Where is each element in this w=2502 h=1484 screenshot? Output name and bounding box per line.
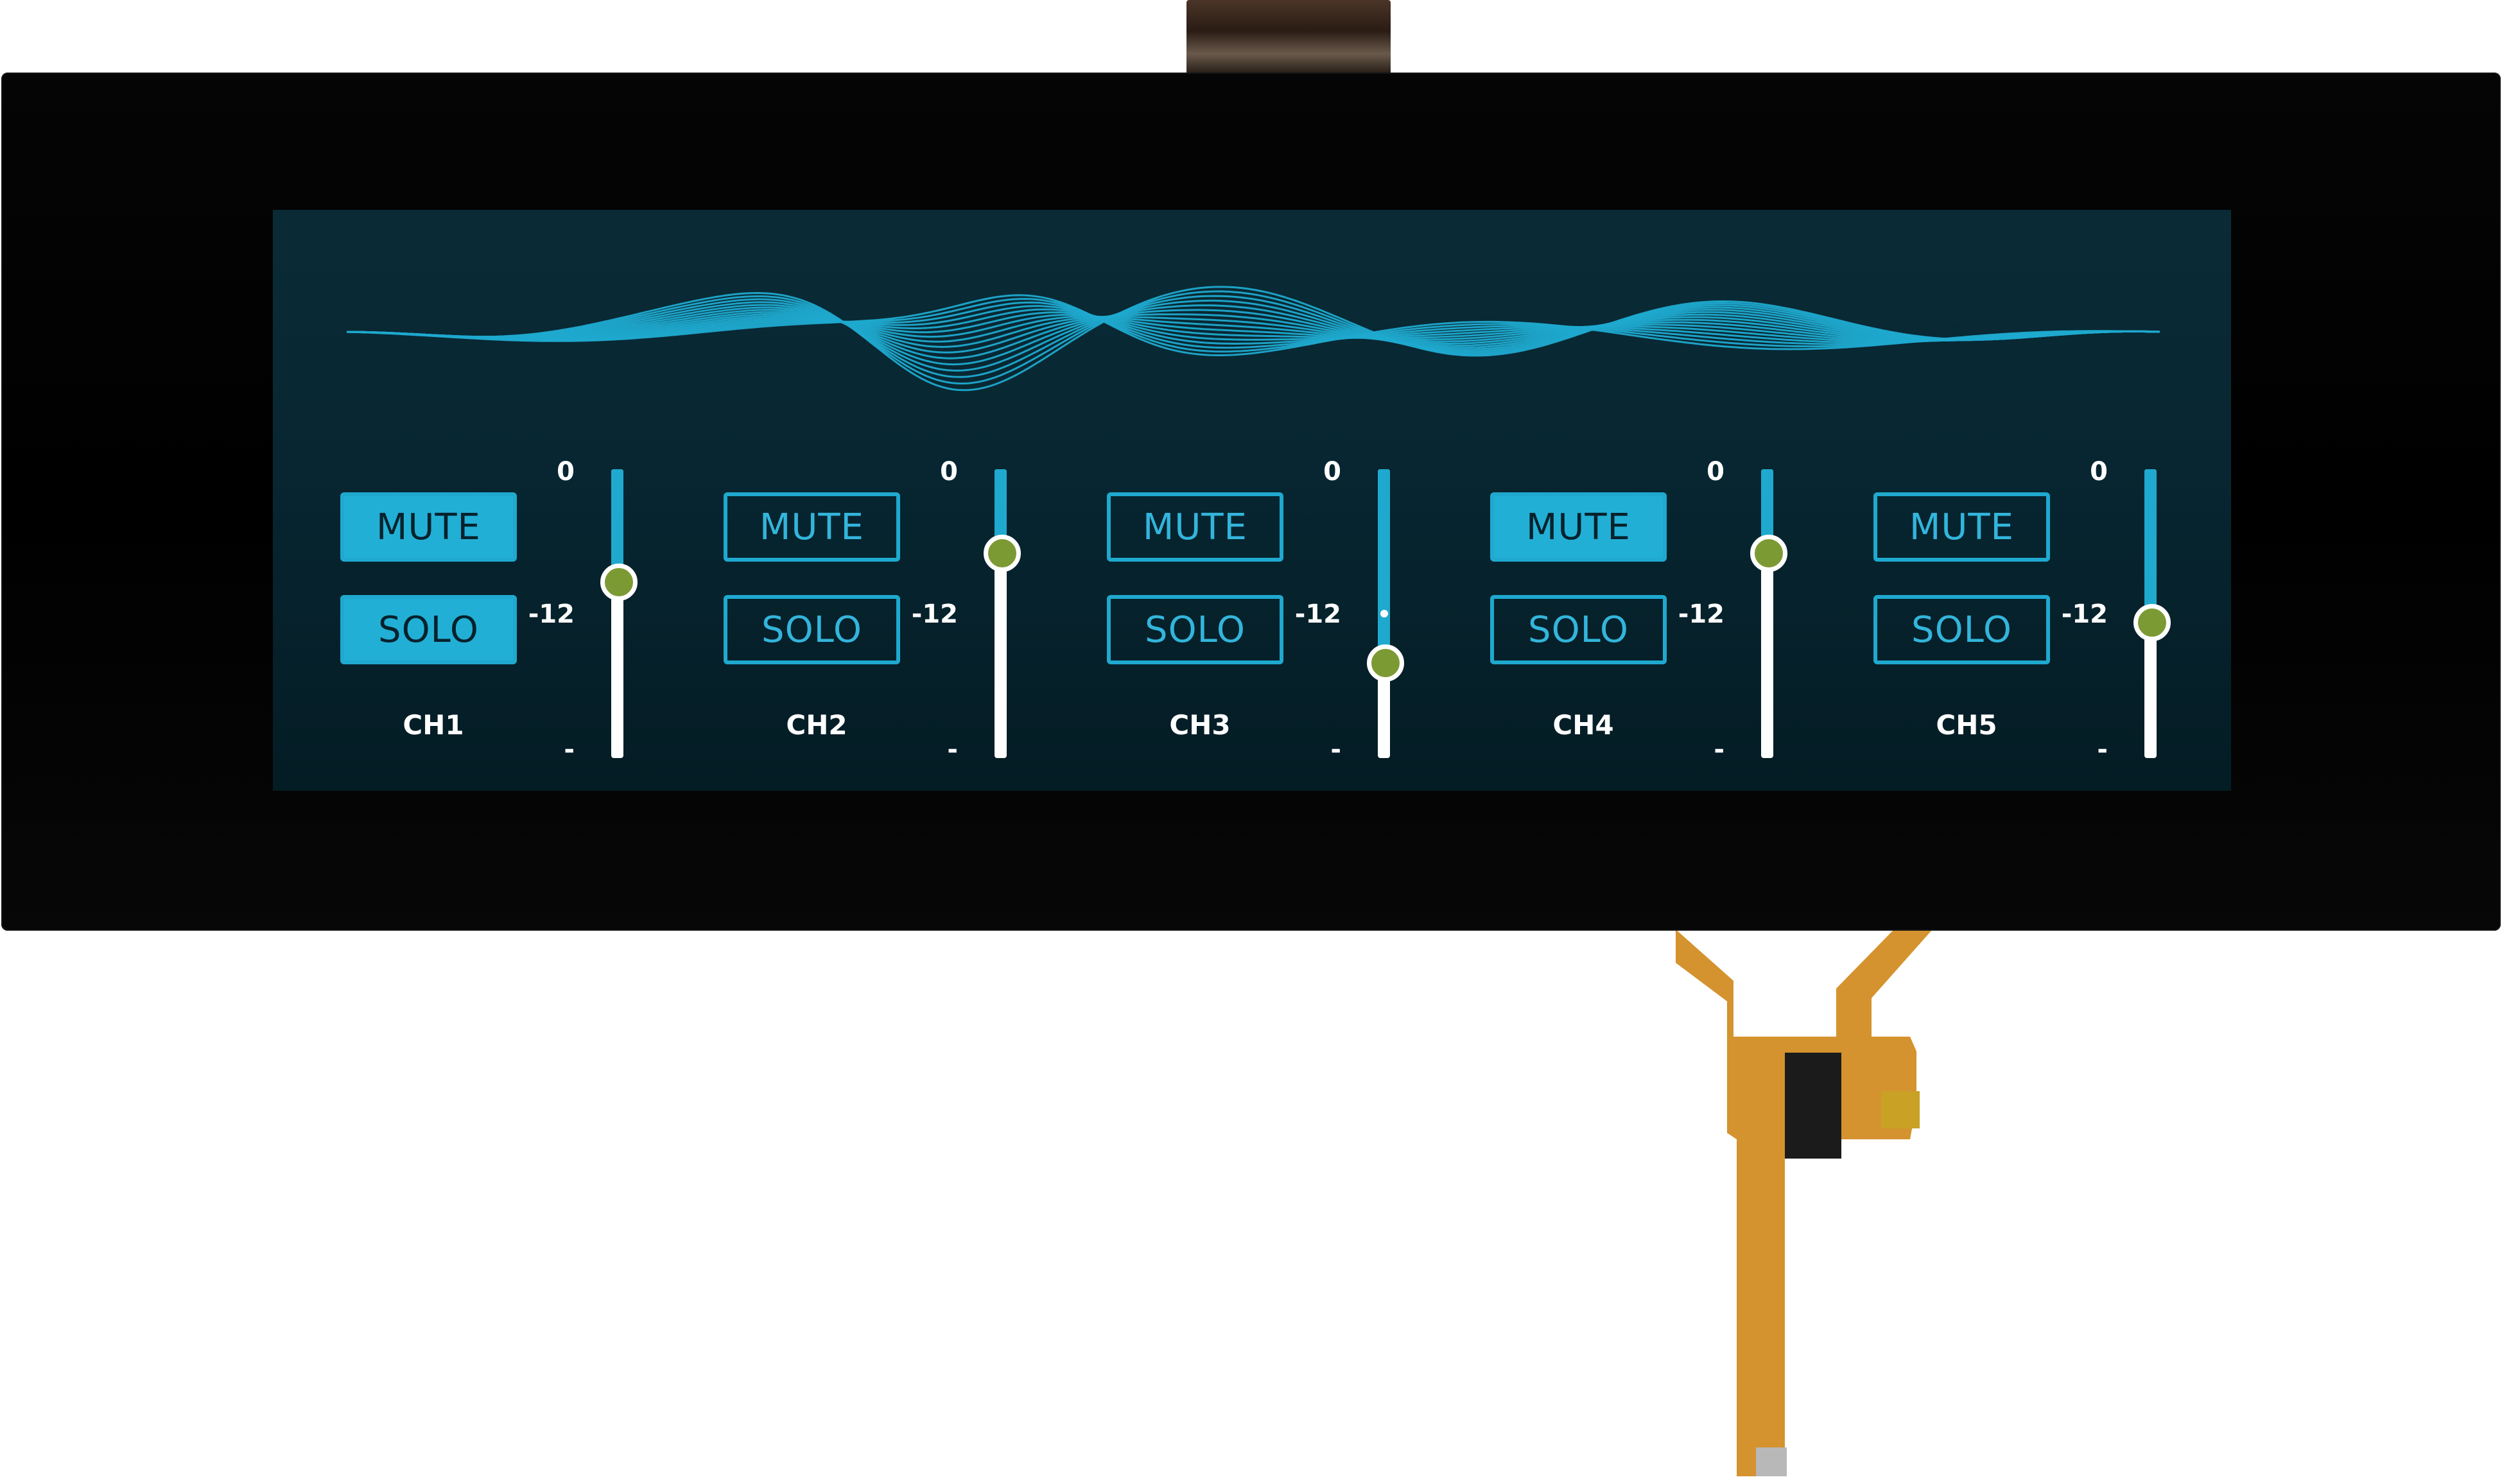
fader-knob[interactable]: [984, 534, 1021, 572]
channel-label: CH1: [403, 709, 464, 741]
scale-label-bottom: -: [564, 735, 575, 764]
waveform-line: [346, 311, 2160, 349]
channel-strip-5: MUTE SOLO CH5 0 -12 -: [1806, 210, 2171, 791]
channel-label: CH2: [786, 709, 847, 741]
mute-button[interactable]: MUTE: [1490, 492, 1667, 562]
channel-strip-1: MUTE SOLO CH1 0 -12 -: [273, 210, 638, 791]
channel-strip-4: MUTE SOLO CH4 0 -12 -: [1423, 210, 1787, 791]
waveform-line: [346, 294, 2160, 357]
solo-button[interactable]: SOLO: [724, 595, 900, 664]
mute-button[interactable]: MUTE: [340, 492, 517, 562]
waveform-line: [346, 305, 2160, 345]
fader-fill: [1761, 469, 1773, 553]
mixer-screen: MUTE SOLO CH1 0 -12 - MUTE SOLO CH2 0 -12 - MUTE SOLO…: [273, 210, 2231, 791]
fader-fill: [611, 469, 623, 582]
mute-button[interactable]: MUTE: [1873, 492, 2050, 562]
waveform-line: [346, 286, 2160, 392]
channel-label: CH4: [1552, 709, 1614, 741]
channel-strip-3: MUTE SOLO CH3 0 -12 -: [1039, 210, 1404, 791]
scale-label-mid: -12: [1294, 600, 1341, 629]
scale-label-bottom: -: [947, 735, 958, 764]
scale-label-mid: -12: [1678, 600, 1724, 629]
channel-label: CH5: [1936, 709, 1997, 741]
top-fpc-connector: [1186, 0, 1391, 77]
waveform-line: [346, 301, 2160, 349]
solo-button[interactable]: SOLO: [340, 595, 517, 664]
waveform-line: [346, 311, 2160, 342]
fader-knob[interactable]: [2133, 603, 2171, 641]
scale-label-mid: -12: [528, 600, 575, 629]
channel-strip-2: MUTE SOLO CH2 0 -12 -: [656, 210, 1021, 791]
waveform-line: [346, 299, 2160, 372]
audio-waveform-graphic: [346, 286, 2160, 392]
waveform-line: [346, 313, 2160, 343]
scale-label-top: 0: [557, 457, 575, 487]
scale-label-top: 0: [1707, 457, 1724, 487]
scale-label-bottom: -: [2097, 735, 2108, 764]
scale-label-mid: -12: [2061, 600, 2108, 629]
waveform-line: [346, 290, 2160, 385]
scale-label-mid: -12: [911, 600, 958, 629]
scale-label-bottom: -: [1330, 735, 1341, 764]
fader-midpoint-dot: [614, 610, 621, 617]
mute-button[interactable]: MUTE: [1107, 492, 1283, 562]
waveform-line: [346, 314, 2160, 342]
scale-label-top: 0: [940, 457, 958, 487]
solo-button[interactable]: SOLO: [1873, 595, 2050, 664]
fader-fill: [995, 469, 1007, 553]
fader-fill: [2144, 469, 2157, 623]
fader-midpoint-dot: [1380, 610, 1388, 617]
waveform-line: [346, 308, 2160, 343]
fader-knob[interactable]: [600, 563, 638, 601]
solo-button[interactable]: SOLO: [1107, 595, 1283, 664]
waveform-line: [346, 306, 2160, 359]
waveform-line: [346, 304, 2160, 366]
channel-label: CH3: [1169, 709, 1231, 741]
solo-button[interactable]: SOLO: [1490, 595, 1667, 664]
scale-label-top: 0: [1323, 457, 1341, 487]
mute-button[interactable]: MUTE: [724, 492, 900, 562]
fader-knob[interactable]: [1750, 534, 1787, 572]
waveform-line: [346, 295, 2160, 378]
scale-label-bottom: -: [1714, 735, 1724, 764]
fader-midpoint-dot: [997, 610, 1005, 617]
fader-fill: [1378, 469, 1390, 663]
scale-label-top: 0: [2090, 457, 2108, 487]
fader-midpoint-dot: [1764, 610, 1771, 617]
fader-knob[interactable]: [1367, 644, 1404, 682]
waveform-line: [346, 309, 2160, 354]
